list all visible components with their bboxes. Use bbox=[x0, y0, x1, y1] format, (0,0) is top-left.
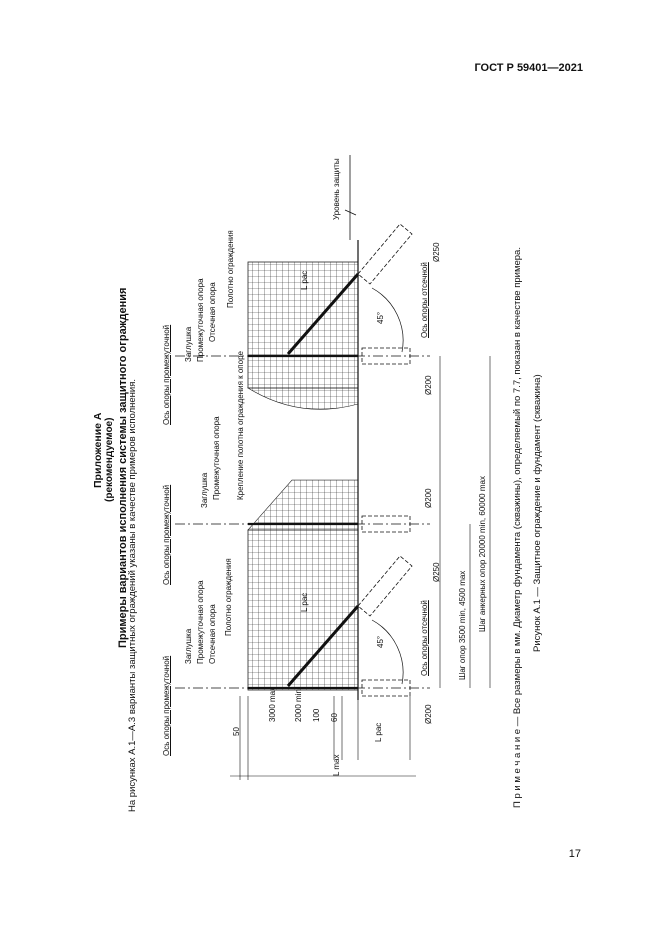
angle-arcs bbox=[371, 287, 404, 685]
label-d200-2: Ø200 bbox=[424, 488, 433, 508]
label-axis-intermediate-3: Ось опоры промежуточной bbox=[162, 324, 171, 425]
dim-l-ras: L рас bbox=[374, 722, 383, 742]
dim-60: 60 bbox=[330, 713, 339, 722]
label-d200-1: Ø200 bbox=[424, 704, 433, 724]
dim-l-max: L max bbox=[332, 754, 341, 777]
label-fence-panel-3: Полотно ограждения bbox=[226, 230, 235, 308]
dim-100: 100 bbox=[312, 708, 321, 722]
label-angle-1: 45° bbox=[376, 635, 385, 648]
label-plug-1: Заглушка bbox=[184, 628, 193, 664]
strut-foundations bbox=[357, 223, 413, 617]
posts bbox=[248, 354, 358, 690]
label-l-ras-1: L рас bbox=[300, 592, 309, 612]
dim-50: 50 bbox=[232, 727, 241, 736]
dim-step-anchor: Шаг анкерных опор 20000 min, 60000 max bbox=[478, 476, 487, 632]
label-intermediate-support-2: Промежуточная опора bbox=[212, 416, 221, 500]
protection-level-mark bbox=[344, 155, 357, 240]
foundations bbox=[361, 347, 411, 697]
dimension-lines bbox=[230, 356, 491, 780]
label-strut-support-1: Отсечная опора bbox=[208, 604, 217, 664]
dim-3000: 3000 max bbox=[268, 686, 277, 722]
label-intermediate-support-1: Промежуточная опора bbox=[196, 580, 205, 664]
label-strut-support-3: Отсечная опора bbox=[208, 282, 217, 342]
label-axis-intermediate-1: Ось опоры промежуточной bbox=[162, 655, 171, 756]
struts bbox=[286, 273, 360, 687]
dim-2000: 2000 min bbox=[294, 689, 303, 722]
label-fence-bending: Крепление полотна ограждения к опоре bbox=[236, 351, 245, 500]
page-number: 17 bbox=[568, 848, 581, 860]
label-d250-1: Ø250 bbox=[432, 562, 441, 582]
label-axis-intermediate-2: Ось опоры промежуточной bbox=[162, 484, 171, 585]
label-axis-strut-2: Ось опоры отсечной bbox=[420, 262, 429, 338]
label-plug-3: Заглушка bbox=[184, 326, 193, 362]
label-axis-strut-1: Ось опоры отсечной bbox=[420, 600, 429, 676]
label-intermediate-support-3: Промежуточная опора bbox=[196, 278, 205, 362]
dim-step-supports: Шаг опор 3500 min, 4500 max bbox=[458, 570, 467, 680]
label-d250-2: Ø250 bbox=[432, 242, 441, 262]
label-fence-panel-1: Полотно ограждения bbox=[224, 558, 233, 636]
label-l-ras-2: L рас bbox=[300, 270, 309, 290]
label-d200-3: Ø200 bbox=[424, 375, 433, 395]
document-header: ГОСТ Р 59401—2021 bbox=[474, 62, 583, 74]
label-angle-2: 45° bbox=[376, 311, 385, 324]
fence-panel-bottom bbox=[247, 479, 359, 691]
label-plug-2: Заглушка bbox=[200, 472, 209, 508]
label-protection-level: Уровень защиты bbox=[332, 158, 341, 220]
